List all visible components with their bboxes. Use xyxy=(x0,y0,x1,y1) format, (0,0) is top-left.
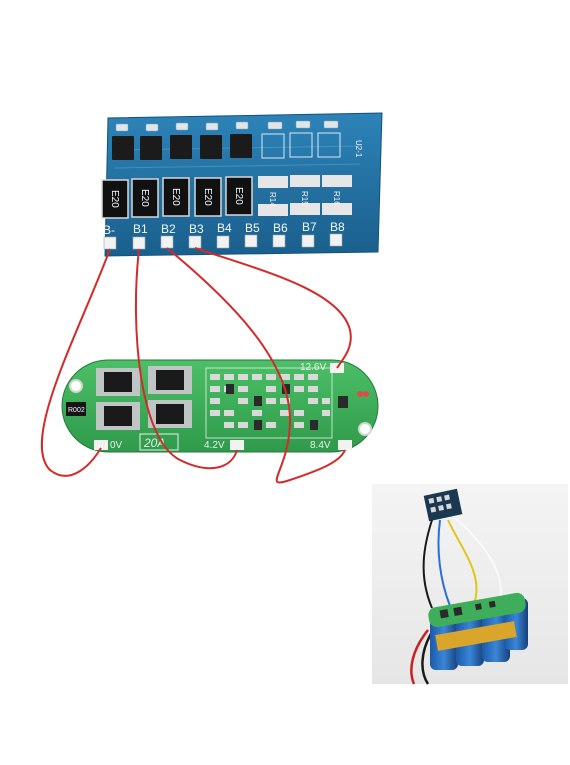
shunt-code: R002 xyxy=(68,407,85,414)
label-0v: 0V xyxy=(110,440,123,451)
shunt-resistor xyxy=(66,402,86,416)
wire-b-minus-to-0v xyxy=(40,248,111,477)
mount-hole-right xyxy=(358,422,372,436)
wire-b3-to-12-6v xyxy=(194,247,352,369)
wire-b1-to-4-2v xyxy=(134,248,238,470)
pad-label-b1: B1 xyxy=(133,222,148,236)
balancer-resistors: E20 E20 E20 E20 E20 xyxy=(101,176,253,219)
resistor-mark-5: E20 xyxy=(233,187,244,205)
resistor-name-r16: R16 xyxy=(332,191,341,206)
resistor-mark-1: E20 xyxy=(109,190,120,208)
pad-label-b4: B4 xyxy=(217,221,232,235)
pad-label-b2: B2 xyxy=(161,222,176,236)
pad-label-b-: B- xyxy=(103,223,115,237)
pad-label-b8: B8 xyxy=(330,220,345,234)
resistor-mark-4: E20 xyxy=(202,188,213,206)
balancer-ics xyxy=(112,134,252,160)
bms-board: R002 xyxy=(61,359,379,453)
inset-wire-yellow xyxy=(447,519,478,605)
bms-mosfets xyxy=(96,366,192,430)
resistor-mark-3: E20 xyxy=(170,188,181,206)
resistor-name-r15: R15 xyxy=(300,191,309,206)
pad-label-b5: B5 xyxy=(245,221,260,235)
inset-wire-black xyxy=(422,519,433,609)
pad-labels: B- B1 B2 B3 B4 B5 B6 B7 B8 xyxy=(103,220,345,237)
label-4-2v: 4.2V xyxy=(204,440,225,451)
solder-pads xyxy=(103,233,343,250)
pad-8-4v xyxy=(338,440,352,450)
pad-label-b6: B6 xyxy=(273,221,288,235)
board-id-label: U2-1 xyxy=(354,140,363,158)
smd-caps-top xyxy=(115,120,339,132)
balancer-board: U2-1 E20 E20 E20 E20 E20 R14 R15 R16 xyxy=(101,112,383,257)
empty-resistor-footprints: R14 R15 R16 xyxy=(258,175,352,216)
rating-box xyxy=(139,433,179,451)
inset-wire-red xyxy=(410,629,429,685)
pad-label-b3: B3 xyxy=(189,222,204,236)
pad-label-b7: B7 xyxy=(302,220,317,234)
resistor-mark-2: E20 xyxy=(139,189,150,207)
resistor-name-r14: R14 xyxy=(268,192,277,207)
pad-0v xyxy=(94,440,108,450)
inset-wire-blue xyxy=(437,519,451,607)
bms-smd-components xyxy=(205,367,369,439)
connection-wires xyxy=(40,247,352,484)
inset-wire-black-main xyxy=(421,631,434,685)
inset-photo xyxy=(372,484,568,685)
pad-4-2v xyxy=(230,440,244,450)
empty-ic-footprints xyxy=(261,132,341,159)
label-8-4v: 8.4V xyxy=(310,440,331,451)
inset-wire-white xyxy=(454,517,502,601)
wire-b2-to-8-4v xyxy=(166,247,346,484)
label-12-6v: 12.6V xyxy=(300,362,326,373)
mount-hole-left xyxy=(69,379,83,393)
